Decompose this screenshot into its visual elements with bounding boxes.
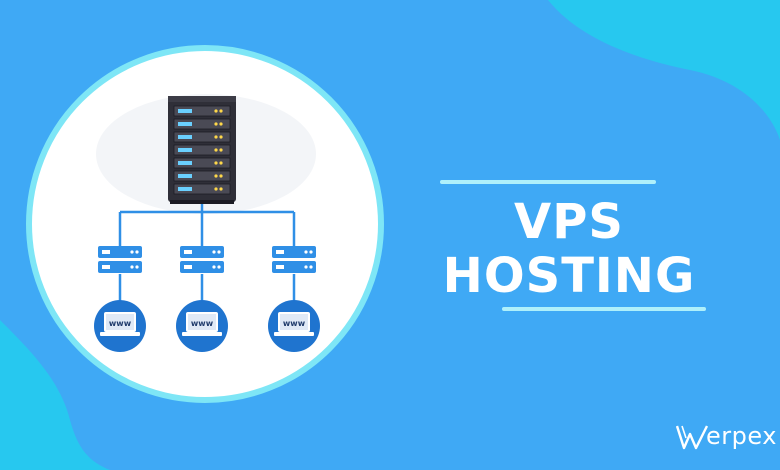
vps-network-diagram: www www www (26, 45, 384, 403)
brand-logo[interactable]: erpex (676, 420, 780, 456)
small-server-icon (272, 246, 316, 273)
w-logo-icon (676, 425, 708, 450)
accent-line-bottom (502, 307, 706, 311)
connector-lines (118, 204, 296, 304)
small-server-icon (180, 246, 224, 273)
headline-line2: HOSTING (442, 248, 696, 304)
headline: VPS HOSTING (440, 180, 710, 315)
headline-line1: VPS (514, 194, 624, 250)
laptop-label: www (191, 319, 214, 328)
brand-name: erpex (706, 422, 777, 450)
accent-line-top (440, 180, 656, 184)
laptop-label: www (109, 319, 132, 328)
small-server-icon (98, 246, 142, 273)
laptop-label: www (283, 319, 306, 328)
server-rack-icon (168, 96, 236, 204)
laptop-icon-1: www (94, 300, 146, 352)
laptop-icon-3: www (268, 300, 320, 352)
laptop-icon-2: www (176, 300, 228, 352)
